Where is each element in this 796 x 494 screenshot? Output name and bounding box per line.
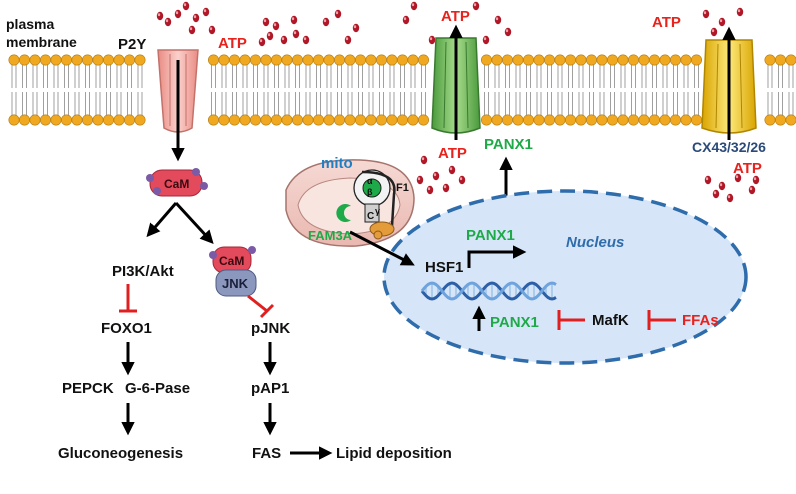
atp-label-panx1-inner: ATP (438, 145, 467, 162)
pjnk-label: pJNK (251, 320, 290, 337)
jnk-label: JNK (222, 276, 249, 291)
atp-synthase-beta-label: β (367, 187, 373, 197)
plasma-membrane-label-line1: plasma (6, 16, 54, 32)
atp-label-connexin-top: ATP (652, 14, 681, 31)
atp-label-connexin-inner: ATP (733, 160, 762, 177)
g6pase-label: G-6-Pase (125, 380, 190, 397)
nucleus-label: Nucleus (566, 234, 624, 251)
panx1-channel-label: PANX1 (484, 136, 533, 153)
mafk-label: MafK (592, 312, 629, 329)
plasma-membrane-label-line2: membrane (6, 34, 77, 50)
cam-jnk-cam-label: CaM (219, 254, 244, 268)
gluconeogenesis-label: Gluconeogenesis (58, 445, 183, 462)
arrow-transcription-start (467, 245, 527, 268)
arrow-cam-to-pi3k (146, 202, 178, 238)
fam3a-protein-icon (336, 204, 351, 222)
panx1-expression-label: PANX1 (490, 314, 539, 331)
pi3k-akt-label: PI3K/Akt (112, 263, 174, 280)
dna-helix-icon (420, 281, 557, 301)
pap1-label: pAP1 (251, 380, 289, 397)
inhibit-ffas-mafk (647, 310, 676, 330)
foxo1-label: FOXO1 (101, 320, 152, 337)
cam-label: CaM (164, 177, 189, 191)
atp-synthase-gamma-label: γ (375, 206, 380, 216)
cam-icon (146, 168, 208, 197)
inhibit-pi3k-foxo1 (119, 284, 137, 313)
arrow-fam3a-to-hsf1 (349, 230, 415, 266)
connexin-label: CX43/32/26 (692, 139, 766, 155)
hsf1-label: HSF1 (425, 259, 463, 276)
atp-label-p2y: ATP (218, 35, 247, 52)
ffas-label: FFAs (682, 312, 719, 329)
mito-label: mito (321, 155, 353, 172)
cam-jnk-complex-icon (209, 246, 257, 297)
arrow-cam-to-cam-jnk (174, 201, 214, 244)
f1-label: F1 (396, 182, 409, 194)
atp-synthase-c-label: C (367, 211, 374, 222)
fam3a-label: FAM3A (308, 228, 353, 243)
atp-molecule-icons (156, 1, 760, 203)
p2y-label: P2Y (118, 36, 146, 53)
inhibit-mafk-panx1 (557, 310, 585, 330)
atp-synthase-alpha-label: α (367, 176, 373, 186)
fas-label: FAS (252, 445, 281, 462)
inhibit-jnk-pjnk (247, 294, 275, 319)
atp-synthase-icon (353, 169, 396, 240)
nucleus-icon (382, 189, 748, 365)
lipid-deposition-label: Lipid deposition (336, 445, 452, 462)
plasma-membrane (8, 54, 796, 126)
atp-label-panx1-top: ATP (441, 8, 470, 25)
panx1-gene-label: PANX1 (466, 227, 515, 244)
pepck-label: PEPCK (62, 380, 114, 397)
